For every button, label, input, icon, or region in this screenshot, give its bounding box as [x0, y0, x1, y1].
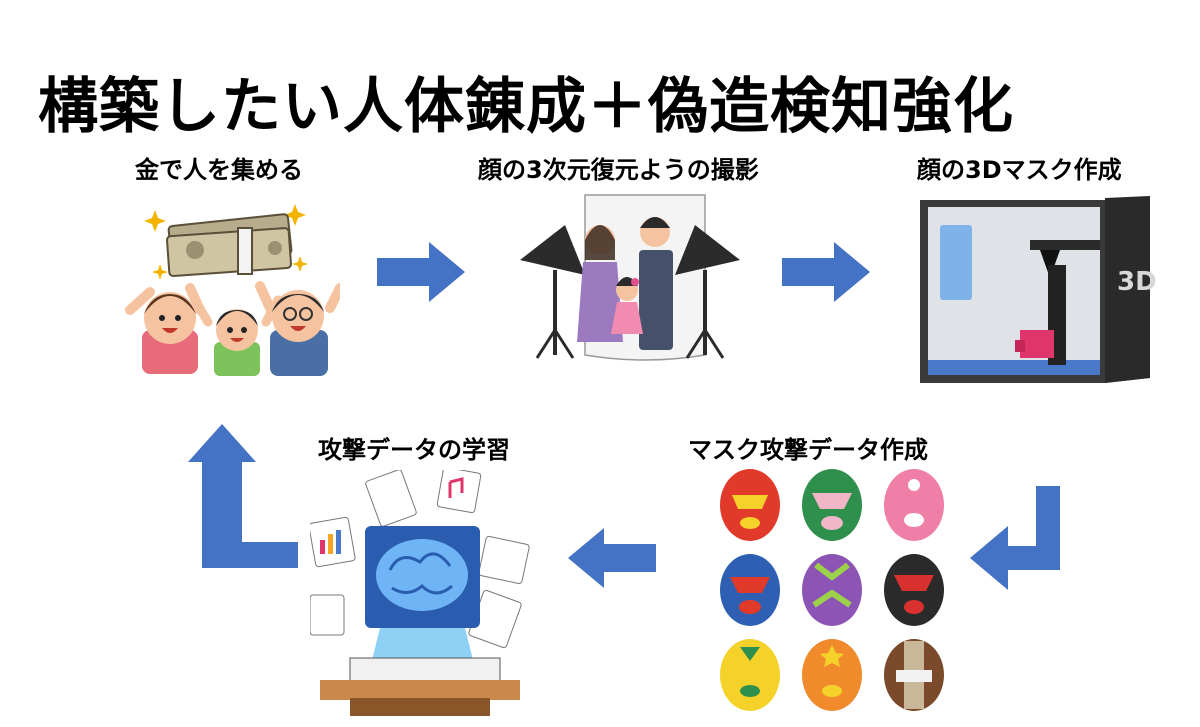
- desk-icon: [320, 657, 520, 716]
- diagram-title: 構築したい人体錬成＋偽造検知強化: [38, 72, 1014, 142]
- money-and-people-illustration: [120, 190, 340, 380]
- step-label-train-attack-data: 攻撃データの学習: [318, 436, 510, 464]
- mask-icon: [720, 469, 944, 711]
- 3d-printer-illustration: 3D: [920, 195, 1160, 385]
- flow-arrow-left: [566, 526, 658, 590]
- flow-arrow-right: [780, 240, 872, 304]
- step-label-3d-mask: 顔の3Dマスク作成: [917, 156, 1122, 184]
- family-icon: [577, 217, 673, 350]
- printer-badge: 3D: [1117, 267, 1157, 297]
- step-label-mask-attack-data: マスク攻撃データ作成: [688, 436, 928, 464]
- flow-arrow-right: [375, 240, 467, 304]
- photo-studio-illustration: [515, 190, 745, 370]
- happy-people-icon: [125, 281, 340, 376]
- sparkle-icon: [144, 204, 308, 280]
- step-label-gather-people: 金で人を集める: [135, 156, 303, 184]
- flow-arrow-down-left: [968, 484, 1064, 594]
- studio-light-icon: [520, 225, 740, 359]
- wrestling-masks-illustration: [712, 465, 952, 720]
- ai-learning-illustration: [310, 470, 535, 718]
- step-label-photo-shoot: 顔の3次元復元ようの撮影: [478, 156, 759, 184]
- banknote-bundle-icon: [166, 213, 293, 278]
- document-icon: [310, 470, 530, 649]
- ai-brain-icon: [365, 526, 480, 668]
- flow-arrow-up: [186, 422, 298, 572]
